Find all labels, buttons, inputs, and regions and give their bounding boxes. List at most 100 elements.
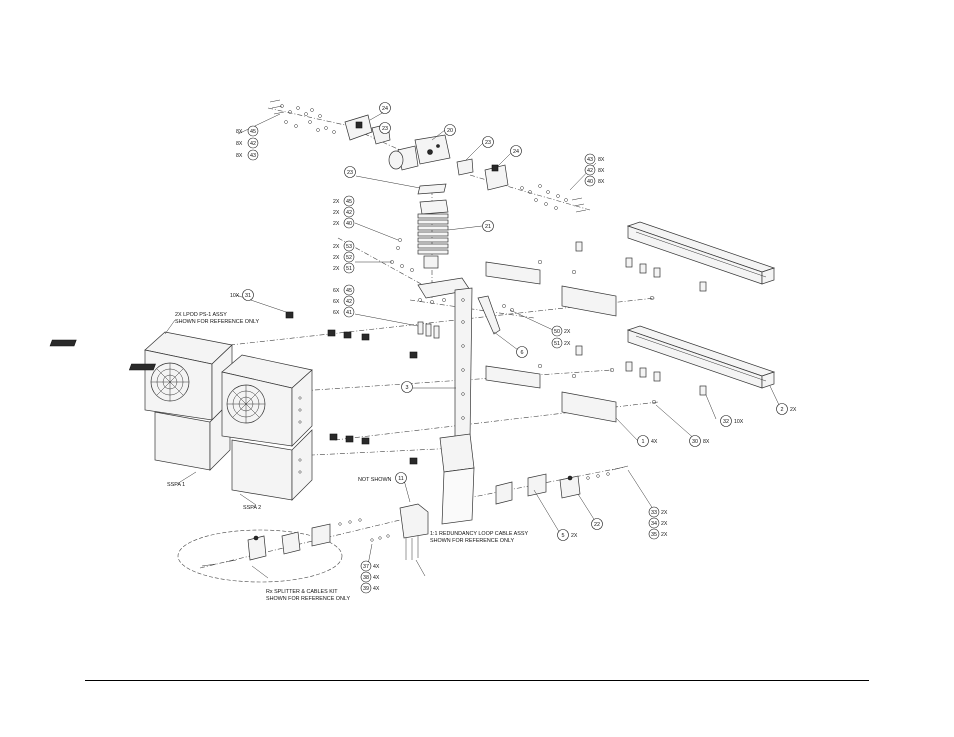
callout-qty: 2X — [333, 266, 340, 272]
callout-qty: 4X — [373, 586, 380, 592]
callout-qty: 6X — [333, 310, 340, 316]
callout-balloon: 23 — [379, 122, 391, 134]
callout-number: 33 — [651, 510, 657, 516]
callout-number: 45 — [346, 199, 352, 205]
callout-number: 39 — [363, 586, 369, 592]
callout-number: 3 — [406, 385, 409, 391]
callout-number: 1 — [642, 439, 645, 445]
note-lpod-title: 2X LPOD PS-1 ASSY — [175, 312, 227, 318]
footer-divider — [85, 680, 869, 681]
callout-balloon: 51 — [551, 337, 563, 349]
callout-qty: 2X — [564, 341, 571, 347]
callout-balloon: 43 — [584, 153, 596, 165]
callout-balloon: 22 — [591, 518, 603, 530]
note-sspa-1: SSPA 1 — [167, 482, 185, 488]
callout-number: 30 — [692, 439, 698, 445]
callout-number: 43 — [587, 157, 593, 163]
callout-balloon: 42 — [343, 206, 355, 218]
callout-balloon: 1 — [637, 435, 649, 447]
callout-qty: 2X — [333, 199, 340, 205]
callout-number: 45 — [346, 288, 352, 294]
callout-qty: 8X — [236, 153, 243, 159]
callout-number: 23 — [382, 126, 388, 132]
callout-balloon: 41 — [343, 306, 355, 318]
callout-balloon: 50 — [551, 325, 563, 337]
mounting-bolts — [285, 311, 418, 465]
callout-number: 34 — [651, 521, 657, 527]
lower-assembly — [177, 465, 629, 583]
callout-balloon: 32 — [720, 415, 732, 427]
callout-number: 20 — [447, 128, 453, 134]
callout-number: 2 — [781, 407, 784, 413]
callout-number: 31 — [245, 293, 251, 299]
callout-qty: 2X — [790, 407, 797, 413]
callout-balloon: 42 — [343, 295, 355, 307]
callout-qty: 4X — [373, 575, 380, 581]
callout-leaders — [164, 111, 781, 579]
callout-number: 40 — [587, 179, 593, 185]
sspa-2-unit — [128, 354, 313, 501]
callout-number: 52 — [346, 255, 352, 261]
callout-number: 11 — [398, 476, 404, 482]
callout-number: 51 — [346, 266, 352, 272]
callout-number: 41 — [346, 310, 352, 316]
callout-qty: 2X — [571, 533, 578, 539]
callout-number: 24 — [382, 106, 388, 112]
callout-qty: 2X — [564, 329, 571, 335]
callout-balloon: 5 — [557, 529, 569, 541]
callout-qty: 2X — [333, 210, 340, 216]
callout-qty: 4X — [373, 564, 380, 570]
callout-number: 35 — [651, 532, 657, 538]
callout-number: 24 — [513, 149, 519, 155]
callout-balloon: 24 — [510, 145, 522, 157]
callout-qty: 8X — [236, 129, 243, 135]
sspa-1-unit — [49, 331, 233, 471]
callout-balloon: 51 — [343, 262, 355, 274]
note-rx-title: Rx SPLITTER & CABLES KIT — [266, 589, 338, 595]
note-loop-ref: SHOWN FOR REFERENCE ONLY — [430, 538, 514, 544]
callout-qty: 2X — [661, 532, 668, 538]
callout-balloon: 42 — [247, 137, 259, 149]
callout-number: 43 — [250, 153, 256, 159]
callout-balloon: 23 — [482, 136, 494, 148]
callout-balloon: 33 — [648, 506, 660, 518]
callout-qty: 8X — [598, 168, 605, 174]
callout-number: 40 — [346, 221, 352, 227]
callout-qty: 10X — [734, 419, 744, 425]
callout-qty: 8X — [598, 157, 605, 163]
callout-number: 45 — [250, 129, 256, 135]
callout-qty: 8X — [703, 439, 710, 445]
callout-number: 42 — [346, 299, 352, 305]
callout-number: 51 — [554, 341, 560, 347]
note-loop-title: 1:1 REDUNDANCY LOOP CABLE ASSY — [430, 531, 528, 537]
callout-qty: 10X — [230, 293, 240, 299]
callout-balloon: 40 — [584, 175, 596, 187]
callout-qty: 6X — [333, 299, 340, 305]
callout-number: 23 — [485, 140, 491, 146]
callout-number: 22 — [594, 522, 600, 528]
callout-number: 5 — [562, 533, 565, 539]
mounting-plates — [485, 259, 617, 423]
callout-balloon: 45 — [247, 125, 259, 137]
callout-balloon: 37 — [360, 560, 372, 572]
callout-number: 42 — [346, 210, 352, 216]
callout-balloon: 31 — [242, 289, 254, 301]
callout-balloon: 45 — [343, 195, 355, 207]
callout-qty: 4X — [651, 439, 658, 445]
callout-balloon: 38 — [360, 571, 372, 583]
callout-number: 32 — [723, 419, 729, 425]
callout-number: 23 — [347, 170, 353, 176]
note-rx-ref: SHOWN FOR REFERENCE ONLY — [266, 596, 350, 602]
callout-qty: 2X — [661, 510, 668, 516]
callout-balloon: 45 — [343, 284, 355, 296]
note-lpod-ref: SHOWN FOR REFERENCE ONLY — [175, 319, 259, 325]
callout-number: 42 — [250, 141, 256, 147]
callout-number: 42 — [587, 168, 593, 174]
callout-balloon: 34 — [648, 517, 660, 529]
callout-qty: 6X — [333, 288, 340, 294]
callout-number: 53 — [346, 244, 352, 250]
callout-qty: 2X — [661, 521, 668, 527]
heatsink-assembly — [390, 199, 471, 339]
callout-balloon: 24 — [379, 102, 391, 114]
